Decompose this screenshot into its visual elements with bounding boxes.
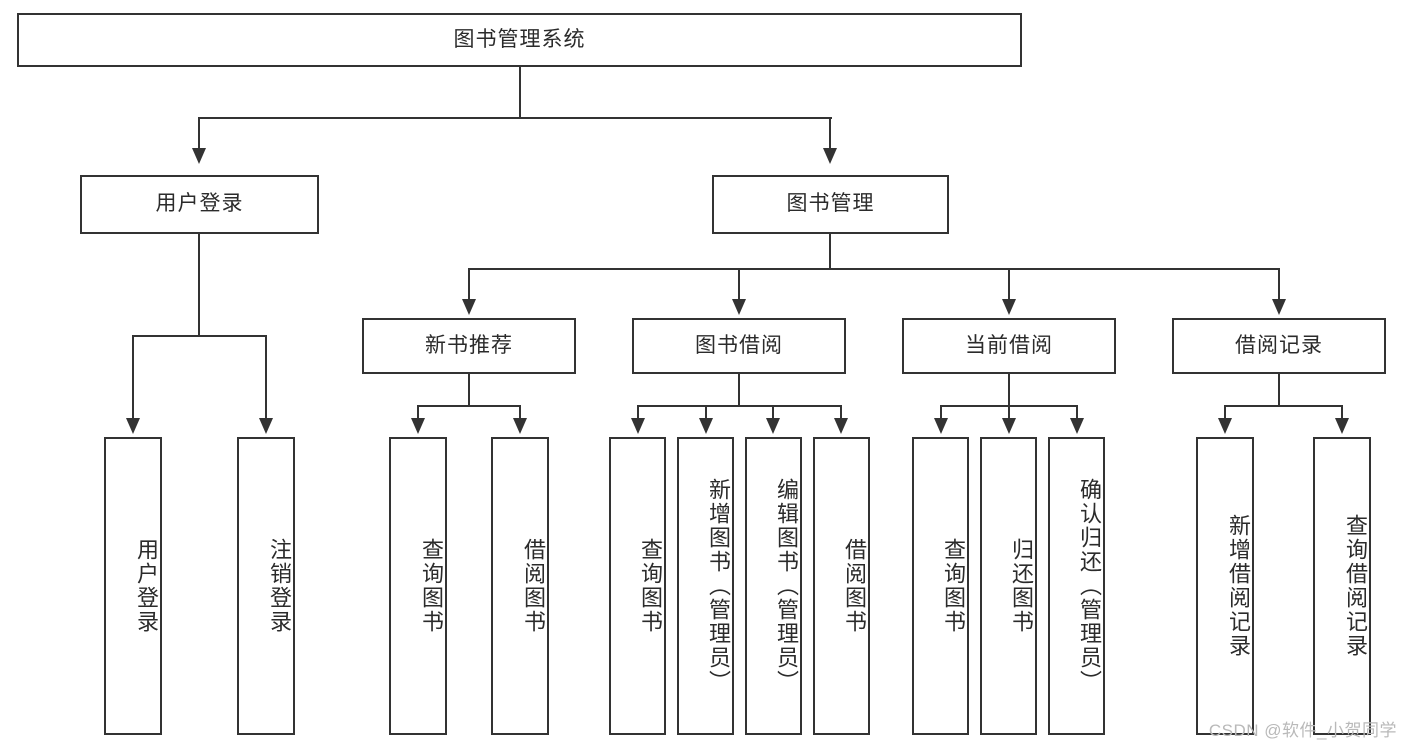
node-label: 注销登录 [267, 538, 292, 634]
arrow-to-leaf-confirm-return [1070, 418, 1084, 434]
connector-book-borrow-drop-2 [705, 405, 707, 421]
arrow-root-to-book-mgmt [823, 148, 837, 164]
arrow-to-leaf-borrow-book-b [834, 418, 848, 434]
connector-user-login-drop-2 [265, 335, 267, 421]
leaf-borrow-book-new[interactable]: 借阅图书 [491, 437, 549, 735]
leaf-add-borrow-record[interactable]: 新增借阅记录 [1196, 437, 1254, 735]
connector-borrow-record-drop-1 [1224, 405, 1226, 421]
node-label: 用户登录 [155, 192, 244, 216]
arrow-to-book-borrow [732, 299, 746, 315]
leaf-return-book[interactable]: 归还图书 [980, 437, 1037, 735]
node-label: 借阅图书 [521, 538, 546, 634]
connector-current-borrow-stem [1008, 374, 1010, 406]
arrow-to-new-book-rec [462, 299, 476, 315]
arrow-to-leaf-query-book-a [411, 418, 425, 434]
arrow-to-leaf-user-login [126, 418, 140, 434]
connector-current-borrow-drop-2 [1008, 405, 1010, 421]
connector-root-bar [198, 117, 832, 119]
arrow-to-leaf-query-book-c [934, 418, 948, 434]
node-label: 查询图书 [941, 538, 966, 634]
arrow-to-current-borrow [1002, 299, 1016, 315]
connector-user-login-stem [198, 234, 200, 336]
leaf-query-book-current[interactable]: 查询图书 [912, 437, 969, 735]
node-label: 图书管理 [786, 192, 875, 216]
node-label: 查询借阅记录 [1343, 514, 1368, 658]
leaf-logout[interactable]: 注销登录 [237, 437, 295, 735]
arrow-to-leaf-edit-book [766, 418, 780, 434]
connector-book-mgmt-stem [829, 234, 831, 269]
connector-new-book-stem [468, 374, 470, 406]
node-label: 新增图书（管理员） [706, 478, 731, 694]
leaf-confirm-return-admin[interactable]: 确认归还（管理员） [1048, 437, 1105, 735]
arrow-to-leaf-query-book-b [631, 418, 645, 434]
connector-user-login-drop-1 [132, 335, 134, 421]
connector-borrow-record-stem [1278, 374, 1280, 406]
node-label: 当前借阅 [965, 333, 1053, 357]
connector-user-login-bar [132, 335, 267, 337]
node-label: 确认归还（管理员） [1077, 478, 1102, 694]
node-new-book-recommend[interactable]: 新书推荐 [362, 318, 576, 374]
node-label: 借阅图书 [842, 538, 867, 634]
node-book-borrow[interactable]: 图书借阅 [632, 318, 846, 374]
connector-book-borrow-stem [738, 374, 740, 406]
arrow-root-to-user-login [192, 148, 206, 164]
connector-book-mgmt-bar [468, 268, 1279, 270]
node-borrow-record[interactable]: 借阅记录 [1172, 318, 1386, 374]
connector-new-book-drop-2 [519, 405, 521, 421]
node-label: 借阅记录 [1235, 333, 1323, 357]
connector-new-book-bar [417, 405, 521, 407]
leaf-borrow-book-borrow[interactable]: 借阅图书 [813, 437, 870, 735]
node-label: 图书借阅 [695, 333, 783, 357]
connector-root-to-book-mgmt [829, 117, 831, 152]
arrow-to-borrow-record [1272, 299, 1286, 315]
leaf-query-book-new[interactable]: 查询图书 [389, 437, 447, 735]
connector-book-mgmt-drop-3 [1008, 268, 1010, 303]
connector-book-borrow-bar [637, 405, 841, 407]
node-label: 查询图书 [638, 538, 663, 634]
node-label: 查询图书 [419, 538, 444, 634]
arrow-to-leaf-return-book [1002, 418, 1016, 434]
connector-root-stem [519, 67, 521, 118]
connector-current-borrow-drop-3 [1076, 405, 1078, 421]
leaf-user-login[interactable]: 用户登录 [104, 437, 162, 735]
leaf-add-book-admin[interactable]: 新增图书（管理员） [677, 437, 734, 735]
connector-book-borrow-drop-4 [840, 405, 842, 421]
arrow-to-leaf-logout [259, 418, 273, 434]
arrow-to-leaf-add-book [699, 418, 713, 434]
connector-book-mgmt-drop-4 [1278, 268, 1280, 303]
connector-book-borrow-drop-1 [637, 405, 639, 421]
node-user-login[interactable]: 用户登录 [80, 175, 319, 234]
connector-borrow-record-drop-2 [1341, 405, 1343, 421]
node-label: 图书管理系统 [453, 27, 586, 51]
node-label: 用户登录 [134, 538, 159, 634]
connector-borrow-record-bar [1224, 405, 1341, 407]
node-label: 归还图书 [1009, 538, 1034, 634]
node-current-borrow[interactable]: 当前借阅 [902, 318, 1116, 374]
leaf-edit-book-admin[interactable]: 编辑图书（管理员） [745, 437, 802, 735]
connector-root-to-user-login [198, 117, 200, 152]
leaf-query-book-borrow[interactable]: 查询图书 [609, 437, 666, 735]
node-label: 编辑图书（管理员） [774, 478, 799, 694]
arrow-to-leaf-add-record [1218, 418, 1232, 434]
connector-new-book-drop-1 [417, 405, 419, 421]
node-label: 新增借阅记录 [1226, 514, 1251, 658]
arrow-to-leaf-query-record [1335, 418, 1349, 434]
connector-book-mgmt-drop-2 [738, 268, 740, 303]
node-root-system[interactable]: 图书管理系统 [17, 13, 1022, 67]
connector-book-borrow-drop-3 [772, 405, 774, 421]
node-book-management[interactable]: 图书管理 [712, 175, 949, 234]
connector-current-borrow-drop-1 [940, 405, 942, 421]
connector-book-mgmt-drop-1 [468, 268, 470, 303]
arrow-to-leaf-borrow-book-a [513, 418, 527, 434]
leaf-query-borrow-record[interactable]: 查询借阅记录 [1313, 437, 1371, 735]
node-label: 新书推荐 [425, 333, 513, 357]
